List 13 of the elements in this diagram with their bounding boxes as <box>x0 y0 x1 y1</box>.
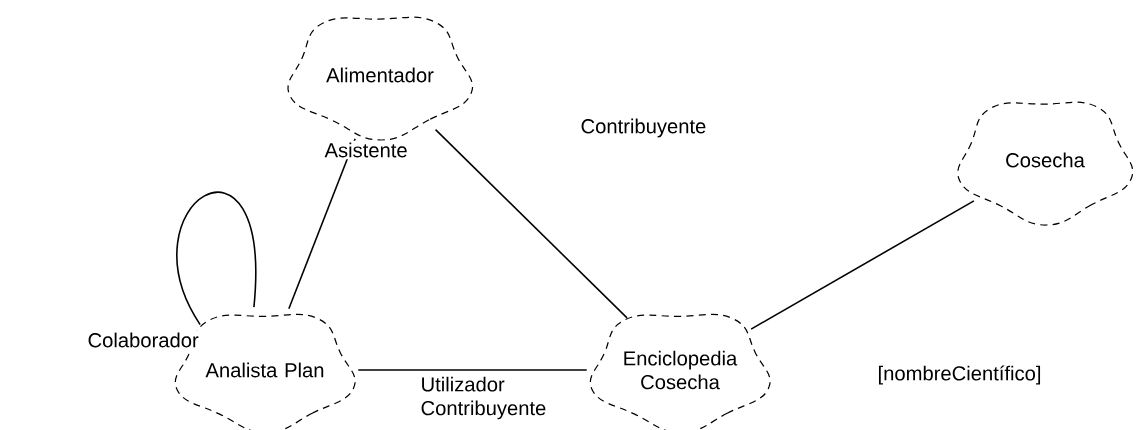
class-cloud: Enciclopedia Cosecha <box>589 313 771 430</box>
association-line <box>176 191 257 326</box>
association-line <box>434 128 628 319</box>
association-line <box>288 137 356 310</box>
edge-label: Utilizador Contribuyente <box>418 374 553 422</box>
association-line <box>750 200 975 330</box>
edge-label: Colaborador <box>85 330 201 350</box>
edge-label: Asistente <box>322 140 410 160</box>
class-cloud: Cosecha <box>957 101 1134 226</box>
association-line <box>357 369 588 371</box>
edge-label: [nombreCientífico] <box>875 363 1044 387</box>
edge-label: Contribuyente <box>578 116 709 140</box>
class-cloud: Alimentador <box>287 16 474 141</box>
